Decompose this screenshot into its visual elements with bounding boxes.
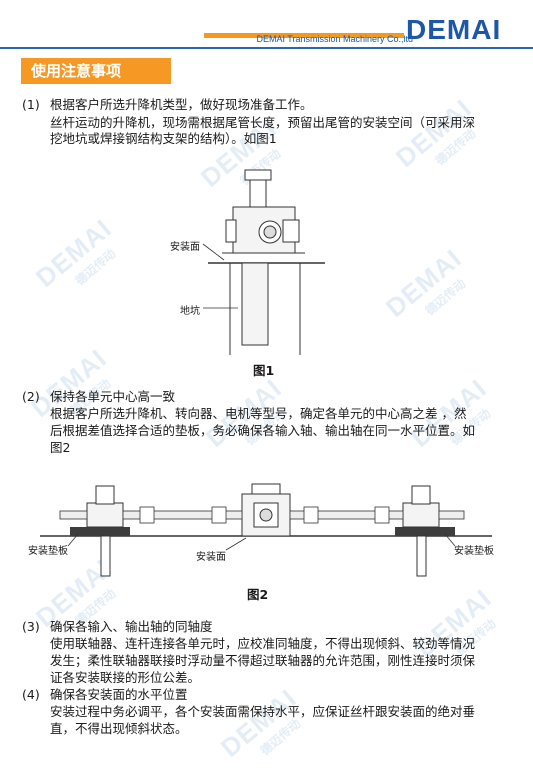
- figure-2-label-pad-left: 安装垫板: [28, 546, 68, 557]
- brand-logo: DEMAI: [406, 14, 502, 45]
- item-text-line: 后根据差值选择合适的垫板，务必确保各输入轴、输出轴在同一水平位置。如: [50, 423, 476, 438]
- figure-1-caption: 图1: [253, 363, 275, 378]
- item-text-line: 发生；柔性联轴器联接时浮动量不得超过联轴器的允许范围，刚性连接时须保: [50, 653, 476, 668]
- item-text-line: 根据客户所选升降机、转向器、电机等型号，确定各单元的中心高之差 ，然: [50, 406, 467, 421]
- item-text-line: 直，不得出现倾斜状态。: [50, 721, 188, 736]
- item-text-line: 使用联轴器、连杆连接各单元时，应校准同轴度，不得出现倾斜、较劲等情况: [50, 636, 476, 651]
- item-number: (2): [22, 389, 40, 404]
- item-text-line: 丝杆运动的升降机，现场需根据尾管长度，预留出尾管的安装空间（可采用深: [50, 115, 476, 130]
- item-text-line: 挖地坑或焊接钢结构支架的结构）。如图1: [50, 131, 277, 146]
- item-heading: 保持各单元中心高一致: [50, 389, 176, 404]
- figure-2-label-mount: 安装面: [196, 552, 226, 563]
- item-text-line: 安装过程中务必调平，各个安装面需保持水平，应保证丝杆跟安装面的绝对垂: [50, 704, 476, 719]
- header-accent-bar: [204, 33, 404, 38]
- item-heading: 根据客户所选升降机类型，做好现场准备工作。: [50, 97, 313, 112]
- item-number: (4): [22, 687, 40, 702]
- header-divider: [0, 47, 533, 49]
- figure-2-caption: 图2: [247, 587, 269, 602]
- item-number: (3): [22, 619, 40, 634]
- item-heading: 确保各输入、输出轴的同轴度: [50, 619, 213, 634]
- item-text-line: 证各安装联接的形位公差。: [50, 670, 201, 685]
- figure-1-label-mount: 安装面: [170, 242, 200, 253]
- company-name: DEMAI Transmission Machinery Co.,ltd: [256, 34, 413, 44]
- item-heading: 确保各安装面的水平位置: [50, 687, 188, 702]
- figure-1-label-pit: 地坑: [180, 306, 200, 317]
- figure-2-label-pad-right: 安装垫板: [454, 546, 494, 557]
- section-title: 使用注意事项: [21, 58, 171, 84]
- item-number: (1): [22, 97, 40, 112]
- item-text-line: 图2: [50, 440, 71, 455]
